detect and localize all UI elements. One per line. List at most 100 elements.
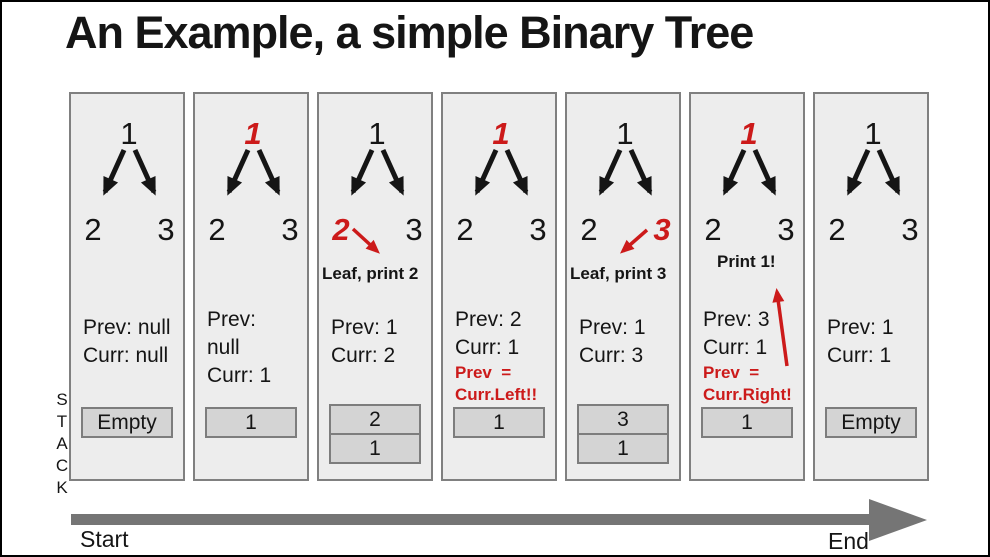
timeline-start-label: Start — [80, 526, 129, 552]
node-root: 1 — [616, 116, 633, 151]
node-root: 1 — [368, 116, 385, 151]
annotation-label: Leaf, print 2 — [322, 264, 419, 283]
state-block: Prev: 2 Curr: 1 Prev = Curr.Left!! — [455, 306, 537, 406]
state-red-line: Curr.Left!! — [455, 385, 538, 404]
stack: 1 — [701, 407, 793, 438]
edge-root-right — [504, 148, 529, 196]
node-root: 1 — [740, 116, 757, 151]
stack: 1 — [453, 407, 545, 438]
stack-item: 1 — [329, 433, 421, 464]
state-line: Curr: 1 — [827, 344, 892, 367]
slide-title: An Example, a simple Binary Tree — [65, 7, 754, 58]
edge-root-right — [132, 148, 157, 196]
node-right: 3 — [653, 212, 670, 247]
stack-item: 2 — [329, 404, 421, 435]
stack: 1 — [205, 407, 297, 438]
edge-root-right — [628, 148, 653, 196]
timeline-arrowhead-icon — [869, 499, 927, 541]
state-line: Curr: 2 — [331, 344, 396, 367]
edge-root-left — [846, 148, 871, 196]
timeline-arrow-shaft — [71, 514, 871, 525]
state-line: Prev: 2 — [455, 308, 522, 331]
annotation-label: Leaf, print 3 — [570, 264, 667, 283]
edge-root-left — [350, 148, 375, 196]
stack-item: 1 — [453, 407, 545, 438]
node-left: 2 — [84, 212, 101, 247]
stack-axis-letter: C — [55, 456, 69, 475]
node-right: 3 — [529, 212, 546, 247]
node-left: 2 — [208, 212, 225, 247]
state-line: Curr: 1 — [455, 336, 520, 359]
edge-root-left — [598, 148, 623, 196]
node-left: 2 — [456, 212, 473, 247]
edge-root-right — [380, 148, 405, 196]
node-right: 3 — [405, 212, 422, 247]
tree-diagram: 1 2 3 — [828, 116, 918, 247]
node-root: 1 — [492, 116, 509, 151]
node-right: 3 — [157, 212, 174, 247]
state-block: Prev: 1 Curr: 3 — [579, 314, 646, 370]
state-line: null — [207, 336, 240, 359]
state-line: Curr: null — [83, 344, 169, 367]
stack-item: 1 — [205, 407, 297, 438]
stack-axis-letter: A — [56, 434, 68, 453]
timeline-end-label: End — [828, 528, 869, 554]
edge-root-left — [226, 148, 251, 196]
panel-step-4: 1 2 3 Prev: 2 Curr: 1 Prev = Curr.Left!! 1 — [441, 92, 557, 481]
node-left: 2 — [828, 212, 845, 247]
edge-root-left — [102, 148, 127, 196]
state-block: Prev: 1 Curr: 1 — [827, 314, 894, 370]
node-right: 3 — [281, 212, 298, 247]
state-red-line: Curr.Right! — [703, 385, 792, 404]
edge-root-left — [722, 148, 747, 196]
tree-diagram: 1 2 3 — [331, 116, 422, 247]
state-line: Curr: 3 — [579, 344, 644, 367]
tree-diagram: 1 2 3 — [704, 116, 794, 247]
node-root: 1 — [244, 116, 261, 151]
stack-axis-letter: T — [56, 412, 68, 431]
panel-step-7: 1 2 3 Prev: 1 Curr: 1 Empty — [813, 92, 929, 481]
node-root: 1 — [864, 116, 881, 151]
state-line: Prev: 3 — [703, 308, 770, 331]
stack-item: 3 — [577, 404, 669, 435]
edge-root-left — [474, 148, 499, 196]
stack: Empty — [825, 407, 917, 438]
tree-diagram: 1 2 3 — [580, 116, 670, 247]
state-red-line: Prev = — [703, 363, 760, 382]
stack-item: Empty — [81, 407, 173, 438]
tree-diagram: 1 2 3 — [208, 116, 298, 247]
node-right: 3 — [777, 212, 794, 247]
stack-item: Empty — [825, 407, 917, 438]
edge-root-right — [256, 148, 281, 196]
edge-root-right — [876, 148, 901, 196]
state-line: Curr: 1 — [207, 364, 272, 387]
node-right: 3 — [901, 212, 918, 247]
tree-diagram: 1 2 3 — [84, 116, 174, 247]
stack-item: 1 — [577, 433, 669, 464]
state-line: Prev: 1 — [331, 316, 398, 339]
stack-item: 1 — [701, 407, 793, 438]
edge-root-right — [752, 148, 777, 196]
state-line: Prev: 1 — [579, 316, 646, 339]
stack: Empty — [81, 407, 173, 438]
state-block: Prev: 1 Curr: 2 — [331, 314, 398, 370]
stack-axis-letter: K — [56, 478, 68, 497]
state-line: Prev: 1 — [827, 316, 894, 339]
node-left: 2 — [704, 212, 721, 247]
tree-diagram: 1 2 3 — [456, 116, 546, 247]
annotation-label: Print 1! — [717, 252, 776, 271]
state-red-line: Prev = — [455, 363, 512, 382]
state-line: Prev: — [207, 308, 257, 331]
